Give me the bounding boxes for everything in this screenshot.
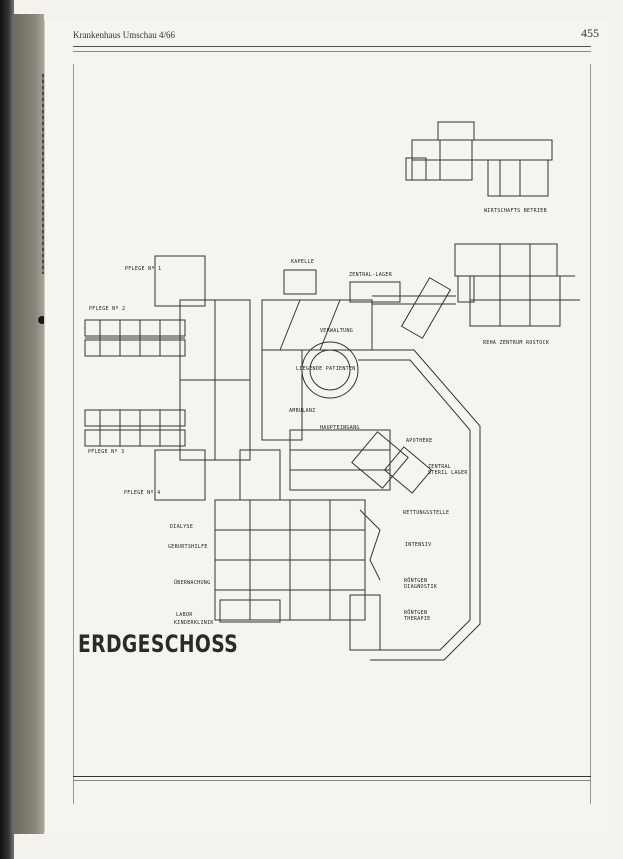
- binder-hole: [38, 316, 46, 324]
- frame-right-line: [590, 64, 591, 804]
- label-zentrallager: ZENTRAL-LAGER: [349, 272, 393, 278]
- page-number: 455: [581, 26, 599, 40]
- header-rule: [73, 46, 591, 47]
- frame-left-line: [73, 64, 74, 804]
- label-kinderklinik: KINDERKLINIK: [174, 620, 214, 626]
- book-gutter-shadow: [0, 0, 14, 859]
- label-pflege-3: PFLEGE Nº 3: [88, 449, 125, 455]
- label-verwaltung: VERWALTUNG: [320, 328, 354, 334]
- label-labor: LABOR: [176, 612, 193, 618]
- header-rule-thin: [73, 51, 591, 52]
- label-pflege-2: PFLEGE Nº 2: [89, 306, 126, 312]
- label-roentgen-diagnostik: RÖNTGEN DIAGNOSTIK: [404, 578, 438, 590]
- label-pflege-4: PFLEGE Nº 4: [124, 490, 161, 496]
- label-intensiv: INTENSIV: [405, 542, 432, 548]
- label-kapelle: KAPELLE: [291, 259, 315, 265]
- label-liegende-patienten: LIEGENDE PATIENTEN: [296, 366, 356, 372]
- label-roentgen-therapie: RÖNTGEN THERAPIE: [404, 610, 431, 622]
- label-haupteingang: HAUPTEINGANG: [320, 425, 360, 431]
- running-title: Krankenhaus Umschau 4/66: [73, 30, 175, 40]
- label-dialyse: DIALYSE: [170, 524, 194, 530]
- frame-bottom-line: [73, 776, 591, 777]
- label-wirtschaftsbetrieb: WIRTSCHAFTS BETRIEB: [484, 208, 547, 214]
- label-rettungsstelle: RETTUNGSSTELLE: [403, 510, 450, 516]
- label-reha-zentrum: REHA ZENTRUM ROSTOCK: [483, 340, 550, 346]
- label-pflege-1: PFLEGE Nº 1: [125, 266, 162, 272]
- frame-bottom-line-thin: [73, 780, 591, 781]
- label-ueberwachung: ÜBERWACHUNG: [174, 580, 211, 586]
- label-apotheke: APOTHEKE: [406, 438, 433, 444]
- label-geburtshilfe: GEBURTSHILFE: [168, 544, 208, 550]
- plan-title: ERDGESCHOSS: [78, 630, 239, 658]
- previous-page-edge: [14, 14, 84, 834]
- label-zentral-steril: ZENTRAL STERIL LAGER: [428, 464, 468, 476]
- label-ambulanz: AMBULANZ: [289, 408, 316, 414]
